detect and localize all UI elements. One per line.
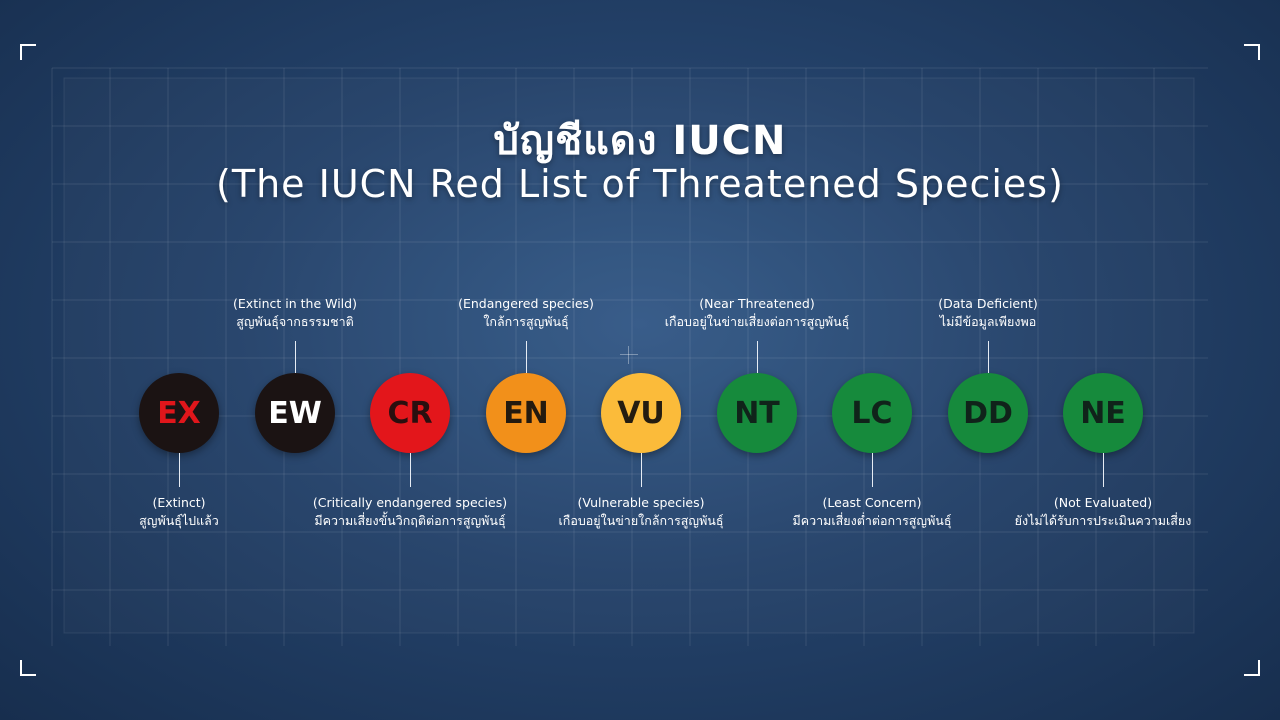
category-ex-circle: EX [139,373,219,453]
category-lc-label-th: มีความเสี่ยงต่ำต่อการสูญพันธุ์ [792,513,952,528]
category-en-label-en: (Endangered species) [458,296,594,311]
category-dd-label-en: (Data Deficient) [938,296,1038,311]
category-nt-label-th: เกือบอยู่ในข่ายเสี่ยงต่อการสูญพันธุ์ [664,314,850,329]
category-ne-circle: NE [1063,373,1143,453]
category-ew-circle: EW [255,373,335,453]
category-lc-label: (Least Concern) มีความเสี่ยงต่ำต่อการสูญพ… [742,494,1002,530]
category-nt-label-en: (Near Threatened) [699,296,815,311]
category-lc-connector [872,453,873,487]
category-cr-circle: CR [370,373,450,453]
corner-bracket-top-right [1244,44,1260,60]
category-dd-label-th: ไม่มีข้อมูลเพียงพอ [939,314,1037,329]
category-lc-circle: LC [832,373,912,453]
category-cr-label-en: (Critically endangered species) [312,495,508,510]
category-vu-connector [641,453,642,487]
corner-bracket-bottom-left [20,660,36,676]
category-vu-label-en: (Vulnerable species) [577,495,705,510]
category-en-label-th: ใกล้การสูญพันธุ์ [483,314,569,329]
category-ex-connector [179,453,180,487]
category-vu-label: (Vulnerable species) เกือบอยู่ในข่ายใกล้ก… [511,494,771,530]
category-en-label: (Endangered species) ใกล้การสูญพันธุ์ [396,295,656,331]
category-vu-label-th: เกือบอยู่ในข่ายใกล้การสูญพันธุ์ [558,513,724,528]
category-nt-label: (Near Threatened) เกือบอยู่ในข่ายเสี่ยงต่… [627,295,887,331]
category-cr-label: (Critically endangered species) มีความเสี… [280,494,540,530]
category-en-circle: EN [486,373,566,453]
category-ne-label-th: ยังไม่ได้รับการประเมินความเสี่ยง [1014,513,1192,528]
category-ew-connector [295,341,296,373]
category-ne-connector [1103,453,1104,487]
crosshair-icon [620,346,638,364]
category-lc-label-en: (Least Concern) [822,495,922,510]
category-dd-label: (Data Deficient) ไม่มีข้อมูลเพียงพอ [858,295,1118,331]
category-en-connector [526,341,527,373]
category-ex-label: (Extinct) สูญพันธุ์ไปแล้ว [49,494,309,530]
category-ne-label: (Not Evaluated) ยังไม่ได้รับการประเมินควา… [973,494,1233,530]
category-ew-label: (Extinct in the Wild) สูญพันธุ์จากธรรมชาต… [165,295,425,331]
category-dd-circle: DD [948,373,1028,453]
category-ex-label-th: สูญพันธุ์ไปแล้ว [139,513,219,528]
category-cr-label-th: มีความเสี่ยงขั้นวิกฤติต่อการสูญพันธุ์ [314,513,506,528]
corner-bracket-bottom-right [1244,660,1260,676]
corner-bracket-top-left [20,44,36,60]
category-nt-connector [757,341,758,373]
category-vu-circle: VU [601,373,681,453]
page-title: บัญชีแดง IUCN [493,118,787,164]
category-ne-label-en: (Not Evaluated) [1053,495,1153,510]
grid-frame [63,77,1195,634]
category-ew-label-en: (Extinct in the Wild) [233,296,357,311]
category-ew-label-th: สูญพันธุ์จากธรรมชาติ [236,314,354,329]
category-cr-connector [410,453,411,487]
page-subtitle: (The IUCN Red List of Threatened Species… [216,162,1064,206]
category-nt-circle: NT [717,373,797,453]
category-dd-connector [988,341,989,373]
category-ex-label-en: (Extinct) [152,495,206,510]
